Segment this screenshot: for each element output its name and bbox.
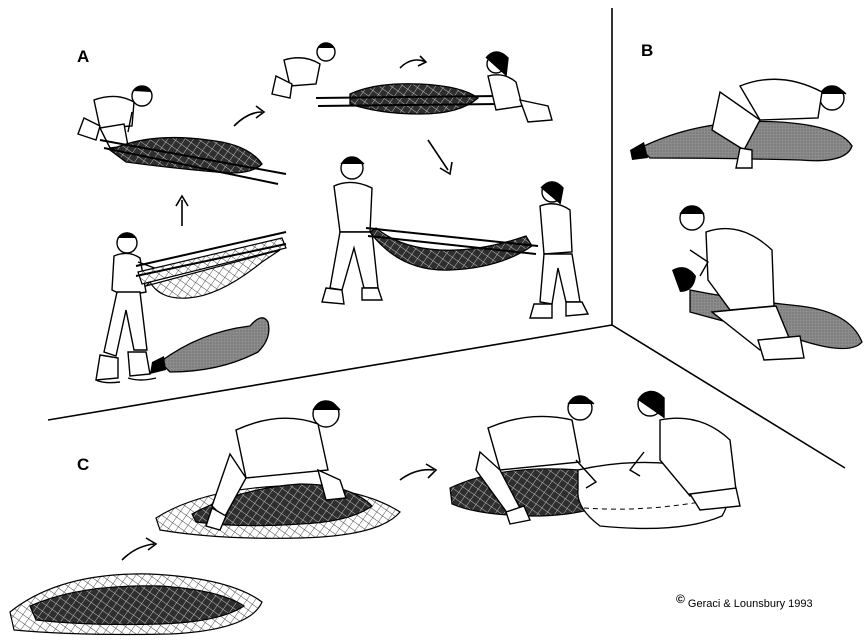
person-standing-right <box>530 182 588 318</box>
arrow-turn-a <box>400 56 426 68</box>
credit-text: Geraci & Lounsbury 1993 <box>688 598 813 610</box>
panel-label-c: C <box>77 455 89 475</box>
person-kneeling-seal <box>680 206 804 360</box>
panel-label-b: B <box>641 41 653 61</box>
arrow-up-right-c <box>122 538 156 560</box>
copyright-credit: © Geraci & Lounsbury 1993 <box>676 596 813 610</box>
person-right-kneeling <box>486 52 552 122</box>
seal-resting <box>150 318 269 374</box>
panel-label-a: A <box>77 47 89 67</box>
folded-net-stretcher <box>136 232 286 298</box>
copyright-symbol: © <box>676 592 685 606</box>
arrow-right-a <box>234 106 264 126</box>
arrow-up-a <box>176 196 188 226</box>
netted-seal-floor-middle <box>156 484 400 538</box>
netted-seal-floor-bottom <box>10 574 262 635</box>
net-sling-with-seal <box>366 228 538 270</box>
arrow-down-a <box>428 140 452 174</box>
arrow-right-c <box>400 464 436 480</box>
person-crouching-stretcher <box>78 86 152 148</box>
netted-seal-on-stretcher <box>100 138 286 184</box>
netted-seal-lifted <box>316 84 500 114</box>
person-left-lifting <box>272 43 335 98</box>
